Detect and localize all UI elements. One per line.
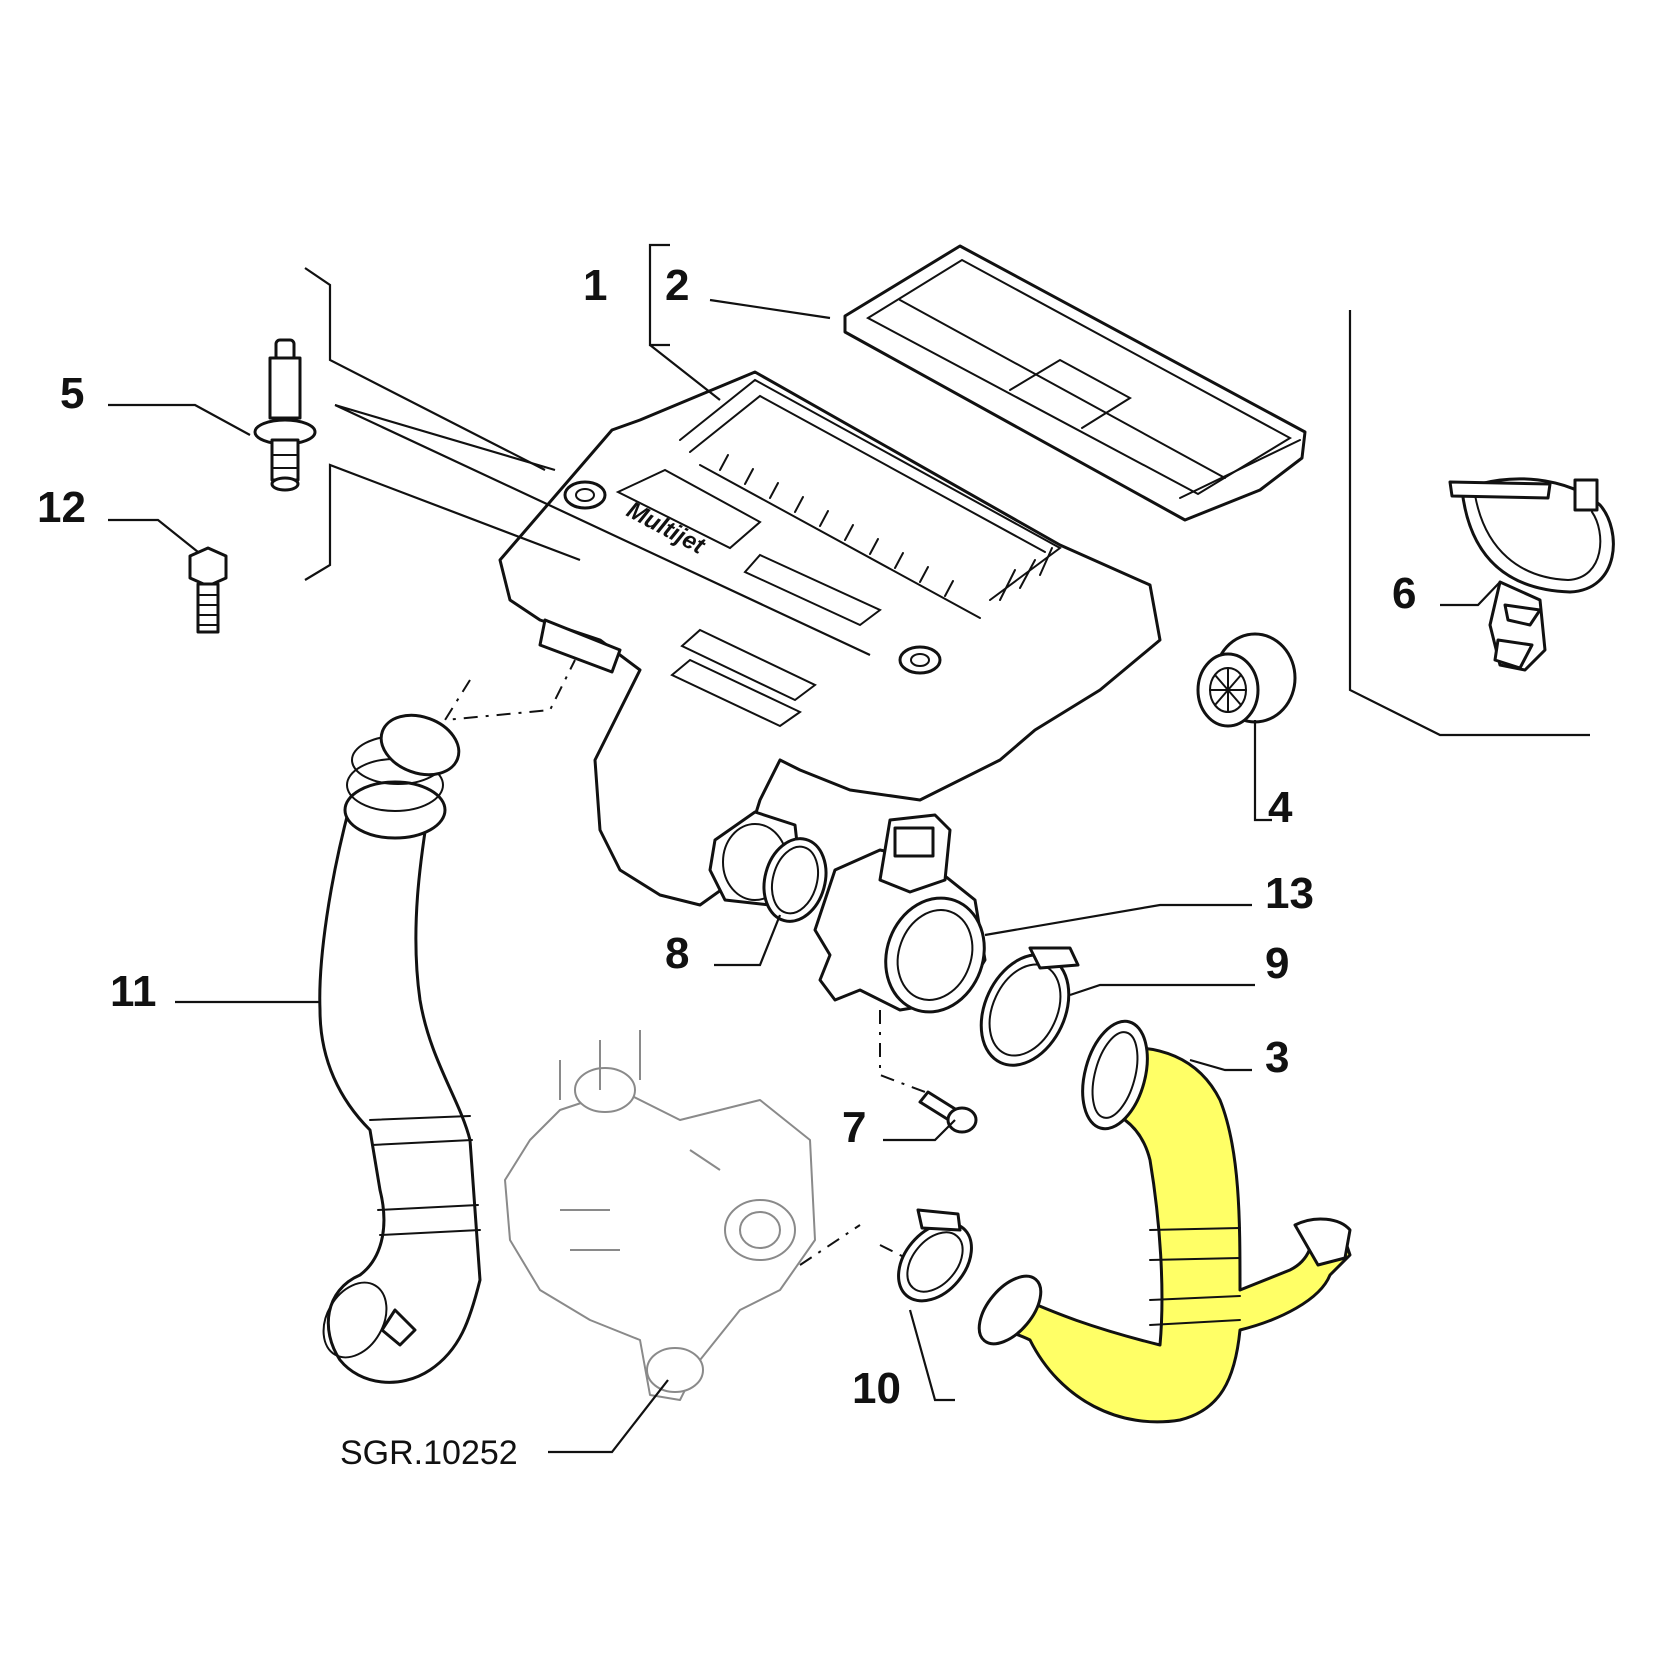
callout-2: 2 — [665, 261, 689, 310]
callout-1: 1 — [583, 261, 607, 310]
bolt — [188, 546, 228, 634]
hose-clamp — [979, 946, 1080, 1067]
hose-body — [983, 1045, 1352, 1424]
callout-13: 13 — [1265, 869, 1314, 918]
reference-code: SGR.10252 — [340, 1434, 518, 1472]
clamp-bracket — [1448, 477, 1615, 672]
mounting-stud — [253, 338, 317, 492]
o-ring-seal — [762, 837, 828, 923]
small-hose-clamp — [897, 1208, 973, 1303]
air-box-cover: Multijet — [498, 370, 1162, 907]
callout-6: 6 — [1392, 569, 1416, 618]
turbocharger-reference — [504, 1030, 816, 1401]
callout-4: 4 — [1268, 783, 1293, 832]
callout-11: 11 — [110, 967, 157, 1016]
callout-5: 5 — [60, 369, 84, 418]
callout-7: 7 — [842, 1103, 866, 1152]
air-filter-element — [843, 244, 1307, 522]
callout-8: 8 — [665, 929, 689, 978]
rubber-plug — [1196, 632, 1297, 728]
callout-12: 12 — [37, 483, 86, 532]
air-flow-meter — [813, 813, 987, 1014]
callout-10: 10 — [852, 1364, 901, 1413]
air-intake-duct — [318, 713, 482, 1384]
callout-3: 3 — [1265, 1033, 1289, 1082]
callout-9: 9 — [1265, 939, 1289, 988]
intercooler-hose-highlighted — [977, 1019, 1352, 1424]
